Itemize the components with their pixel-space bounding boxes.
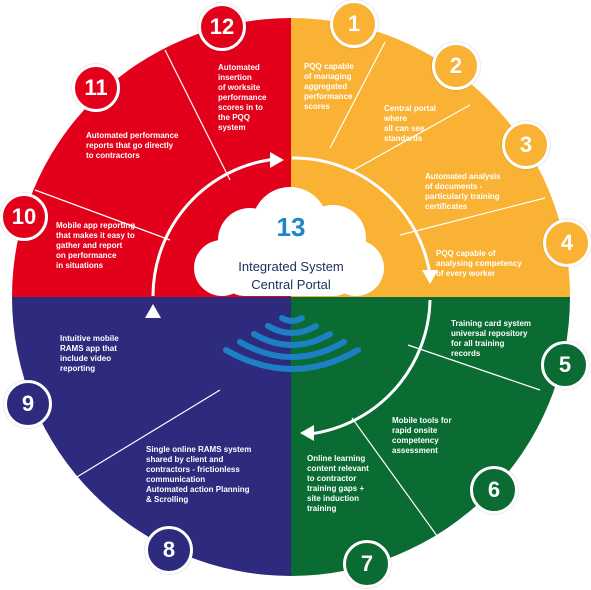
segment-1-text: PQQ capable of managing aggregated perfo… <box>304 62 354 111</box>
center-number: 13 <box>276 212 306 242</box>
segment-7-text: Online learning content relevant to cont… <box>307 454 369 513</box>
segment-dividers <box>34 41 546 541</box>
segment-4-text: PQQ capable of analysing competency of e… <box>436 249 522 278</box>
signal-icon <box>223 315 361 372</box>
badge-5: 5 <box>541 341 589 389</box>
badge-3: 3 <box>502 121 550 169</box>
divider-11 <box>164 49 231 181</box>
center-title-line2: Central Portal <box>251 277 331 292</box>
segment-3-text: Automated analysis of documents - partic… <box>425 172 501 211</box>
segment-5-text: Training card system universal repositor… <box>451 319 532 358</box>
badge-7: 7 <box>343 540 391 588</box>
arrowhead-bottom <box>300 425 314 441</box>
badge-1: 1 <box>330 0 378 48</box>
cloud-icon <box>194 187 384 296</box>
signal-wave-2 <box>265 323 319 336</box>
arrowhead-right <box>422 270 438 284</box>
divider-8 <box>71 389 221 481</box>
signal-wave-1 <box>279 315 305 324</box>
signal-wave-3 <box>251 331 333 348</box>
divider-10 <box>34 189 171 241</box>
divider-2 <box>349 104 471 173</box>
segment-10-text: Mobile app reporting that makes it easy … <box>56 221 136 270</box>
segment-11-text: Automated performance reports that go di… <box>86 131 179 160</box>
segment-9-text: Intuitive mobile RAMS app that include v… <box>60 334 119 373</box>
segment-12-text: Automated insertion of worksite performa… <box>218 63 267 132</box>
segment-2-text: Central portal where all can see standar… <box>384 104 437 143</box>
divider-3 <box>399 197 546 236</box>
arrow-arc-right <box>291 156 432 276</box>
arrowhead-left <box>145 304 161 318</box>
badge-10: 10 <box>0 193 48 241</box>
quadrant-blue <box>12 297 291 576</box>
segment-6-text: Mobile tools for rapid onsite competency… <box>392 416 452 455</box>
badge-6: 6 <box>470 466 518 514</box>
badge-11: 11 <box>72 64 120 112</box>
quadrant-green <box>291 297 570 576</box>
divider-6 <box>351 417 441 541</box>
signal-wave-4 <box>237 339 347 360</box>
arrow-heads <box>145 152 438 441</box>
arrow-arc-bottom <box>309 299 432 436</box>
signal-wave-5 <box>223 347 361 372</box>
divider-1 <box>329 41 386 149</box>
cycle-arrows <box>151 156 432 436</box>
badge-9: 9 <box>4 380 52 428</box>
arrow-arc-top <box>151 157 277 297</box>
segment-8-text: Single online RAMS system shared by clie… <box>146 445 252 504</box>
badge-8: 8 <box>145 526 193 574</box>
arrowhead-top <box>270 152 284 168</box>
center-title-line1: Integrated System <box>238 259 344 274</box>
badge-2: 2 <box>432 42 480 90</box>
badge-4: 4 <box>543 219 591 267</box>
divider-5 <box>407 344 541 391</box>
cloud-base <box>222 250 356 296</box>
badge-12: 12 <box>198 3 246 51</box>
